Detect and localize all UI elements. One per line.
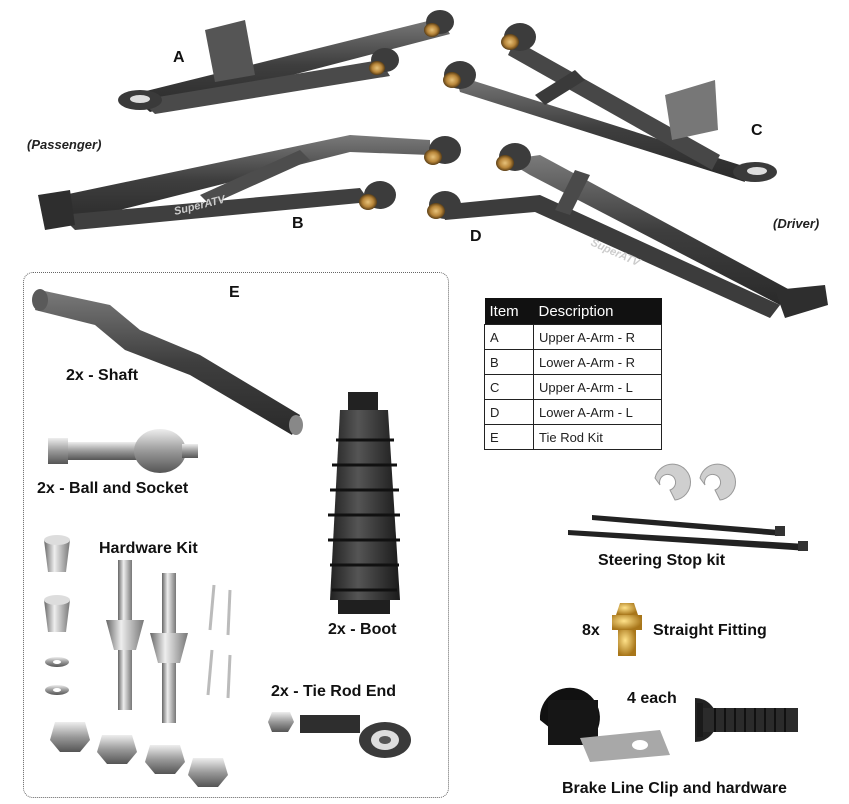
table-cell-description: Upper A-Arm - L [533, 374, 662, 400]
label-d: D [470, 228, 482, 245]
label-a: A [173, 49, 185, 66]
table-cell-description: Lower A-Arm - L [533, 399, 662, 425]
tie-rod-kit-box [23, 272, 449, 798]
table-cell-description: Tie Rod Kit [533, 424, 662, 450]
caption-hardware-kit: Hardware Kit [99, 540, 198, 557]
table-header-description: Description [533, 298, 662, 325]
caption-ball-socket: 2x - Ball and Socket [37, 480, 189, 497]
caption-straight-fitting: Straight Fitting [653, 622, 767, 639]
label-b: B [292, 215, 304, 232]
table-cell-item: A [484, 324, 534, 350]
table-cell-item: E [484, 424, 534, 450]
label-e: E [229, 284, 240, 301]
table-cell-description: Lower A-Arm - R [533, 349, 662, 375]
table-header-item: Item [484, 298, 534, 325]
caption-shaft: 2x - Shaft [66, 367, 139, 384]
caption-tie-rod-end: 2x - Tie Rod End [271, 683, 397, 700]
table-cell-description: Upper A-Arm - R [533, 324, 662, 350]
label-c: C [751, 122, 763, 139]
label-driver: (Driver) [773, 216, 820, 231]
caption-four-each: 4 each [627, 690, 677, 707]
caption-brake-line-clip: Brake Line Clip and hardware [562, 780, 787, 797]
label-passenger: (Passenger) [27, 137, 102, 152]
table-cell-item: B [484, 349, 534, 375]
caption-steering-stop: Steering Stop kit [598, 552, 726, 569]
caption-boot: 2x - Boot [328, 621, 397, 638]
caption-fitting-qty: 8x [582, 622, 600, 639]
